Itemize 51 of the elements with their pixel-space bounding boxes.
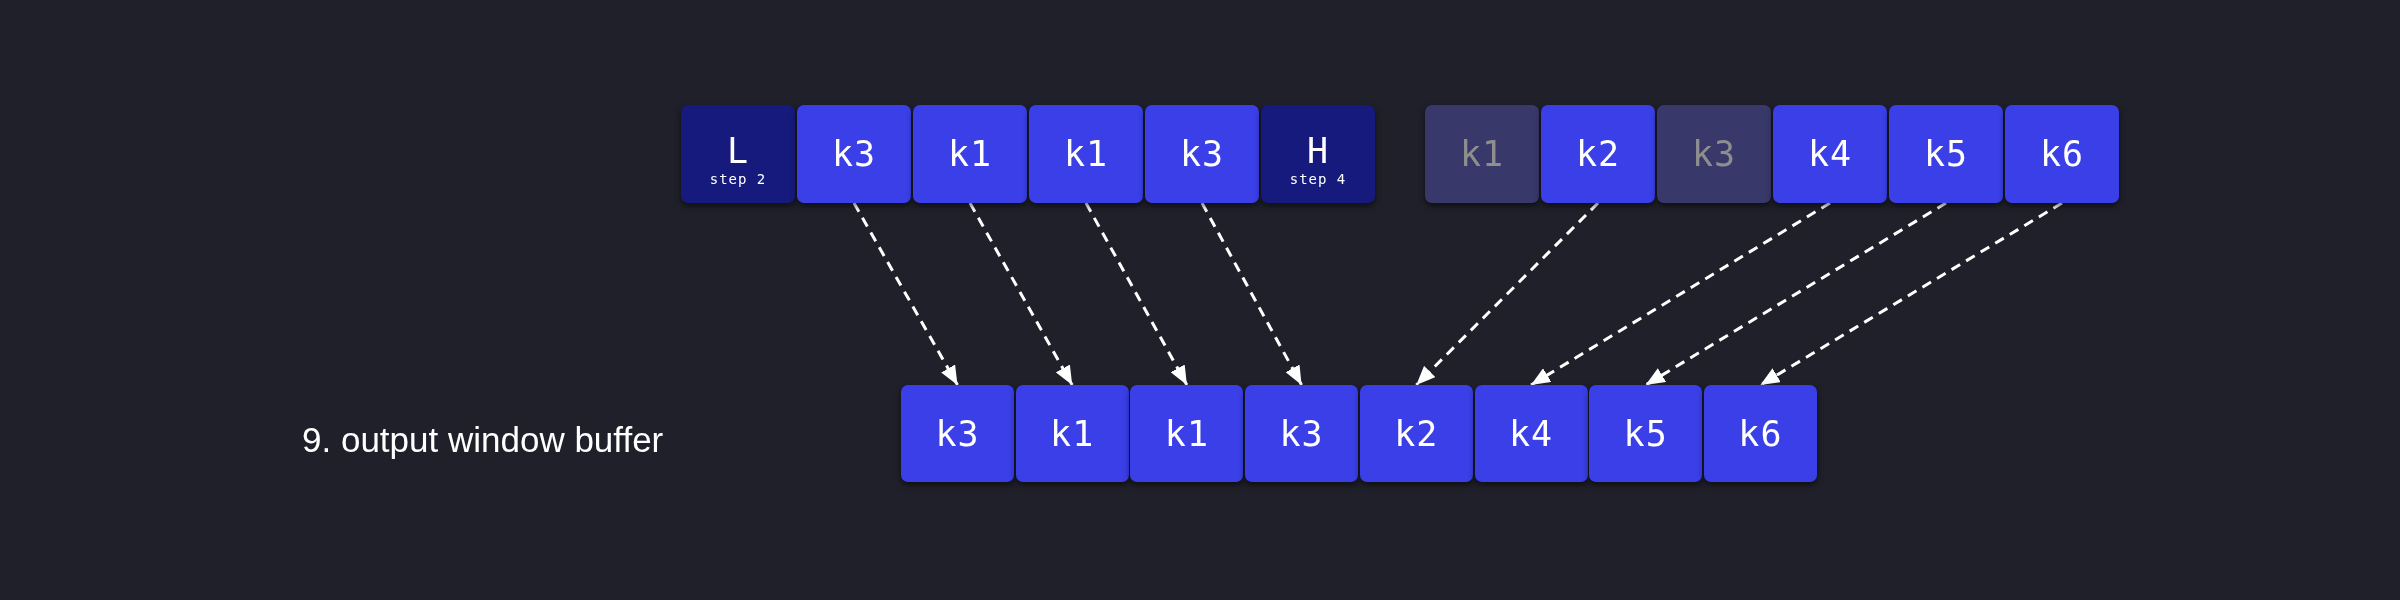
key-tile — [901, 385, 1014, 482]
key-text: k2 — [1394, 413, 1439, 454]
key-tile — [1359, 385, 1473, 482]
key-text: k1 — [1459, 134, 1505, 174]
key-text: k6 — [1738, 413, 1783, 454]
key-tile — [1130, 385, 1244, 482]
key-tile — [2005, 105, 2119, 203]
key-tile — [1889, 105, 2003, 203]
key-tile — [1245, 385, 1359, 482]
key-text: k1 — [947, 134, 993, 174]
key-tile — [1589, 385, 1703, 482]
key-tile — [913, 105, 1027, 203]
key-tile — [1015, 385, 1129, 482]
key-text: k3 — [1179, 134, 1225, 174]
dashed-arrow — [852, 202, 959, 386]
sentinel-tile — [681, 105, 795, 203]
key-text: k3 — [831, 134, 877, 174]
dashed-arrow — [968, 202, 1074, 386]
key-tile — [1703, 385, 1817, 482]
key-text: H — [1306, 131, 1330, 171]
key-text: k3 — [1691, 134, 1737, 174]
key-tile — [1773, 105, 1887, 203]
key-text: k4 — [1807, 134, 1853, 174]
key-text: k1 — [1063, 134, 1109, 174]
key-tile — [1145, 105, 1259, 203]
dimmed-key-tile — [1425, 105, 1539, 203]
key-tile — [1541, 105, 1655, 203]
key-text: k1 — [1050, 413, 1095, 454]
key-text: k4 — [1508, 413, 1554, 454]
key-tile — [1029, 105, 1143, 203]
step-text: step 2 — [709, 171, 767, 187]
key-text: k1 — [1164, 413, 1209, 454]
key-tile — [797, 105, 911, 203]
step-text: step 4 — [1289, 171, 1347, 187]
dashed-arrow — [1644, 201, 1947, 387]
key-text: k5 — [1923, 134, 1969, 174]
dashed-arrow — [1759, 201, 2063, 387]
key-text: k5 — [1623, 413, 1668, 454]
key-text: k3 — [935, 413, 980, 454]
dimmed-key-tile — [1657, 105, 1771, 203]
key-text: L — [726, 131, 750, 171]
key-text: k3 — [1279, 413, 1324, 454]
dashed-arrow — [1530, 201, 1831, 387]
dashed-arrow — [1415, 201, 1600, 387]
key-tile — [1474, 385, 1588, 482]
sentinel-tile — [1261, 105, 1375, 203]
key-text: k2 — [1575, 134, 1621, 174]
key-text: k6 — [2039, 134, 2085, 174]
row-caption: 9. output window buffer — [302, 420, 664, 460]
dashed-arrow — [1084, 202, 1189, 386]
dashed-arrow — [1200, 202, 1303, 386]
